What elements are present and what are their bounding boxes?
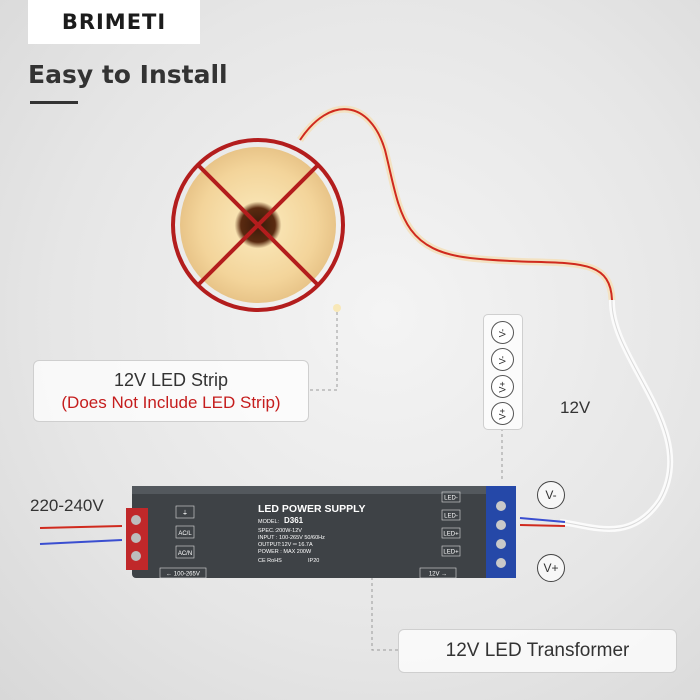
brand-logo: BRIMETI (28, 0, 200, 44)
acn-label: AC/N (178, 551, 192, 557)
strip-callout-note: (Does Not Include LED Strip) (61, 393, 281, 412)
supply-spec: SPEC.:200W-12V (258, 528, 302, 534)
power-supply: ⏚ AC/L AC/N ← 100-265V LED- LED- LED+ LE… (126, 486, 516, 579)
acl-label: AC/L (178, 531, 192, 537)
input-arrow-label: ← 100-265V (166, 572, 200, 578)
supply-power: POWER : MAX 200W (258, 549, 312, 555)
supply-model-label: MODEL: (258, 519, 280, 525)
led-terminal-label: LED+ (443, 532, 459, 538)
led-terminal-label: LED- (444, 496, 458, 502)
terminal-legend-item: V- (491, 321, 514, 344)
terminal-legend-item: V+ (491, 375, 514, 398)
v-plus-badge: V+ (537, 554, 565, 582)
input-voltage-label: 220-240V (30, 496, 104, 515)
v-minus-badge: V- (537, 481, 565, 509)
strip-cable (297, 105, 616, 301)
transformer-callout: 12V LED Transformer (398, 629, 677, 673)
terminal-legend: V- V- V+ V+ (483, 314, 523, 430)
supply-input: INPUT : 100-265V 50/60Hz (258, 535, 325, 541)
title-underline (30, 101, 78, 104)
led-terminal-label: LED+ (443, 550, 459, 556)
supply-ip: IP20 (308, 558, 319, 564)
terminal-legend-item: V- (491, 348, 514, 371)
cross-line (196, 163, 320, 287)
output-arrow-label: 12V → (429, 572, 447, 578)
page-title: Easy to Install (28, 60, 228, 89)
supply-certs: CE RoHS (258, 558, 282, 564)
led-terminal-label: LED- (444, 514, 458, 520)
output-voltage-label: 12V (560, 398, 591, 417)
supply-title: LED POWER SUPPLY (258, 503, 366, 515)
supply-model: D361 (284, 516, 304, 525)
ground-label: ⏚ (182, 510, 188, 517)
terminal-legend-item: V+ (491, 402, 514, 425)
strip-callout-title: 12V LED Strip (113, 370, 229, 390)
strip-callout: 12V LED Strip (Does Not Include LED Stri… (33, 360, 309, 422)
supply-output: OUTPUT:12V ═ 16.7A (258, 542, 313, 548)
logo-text: BRIMETI (61, 10, 167, 34)
